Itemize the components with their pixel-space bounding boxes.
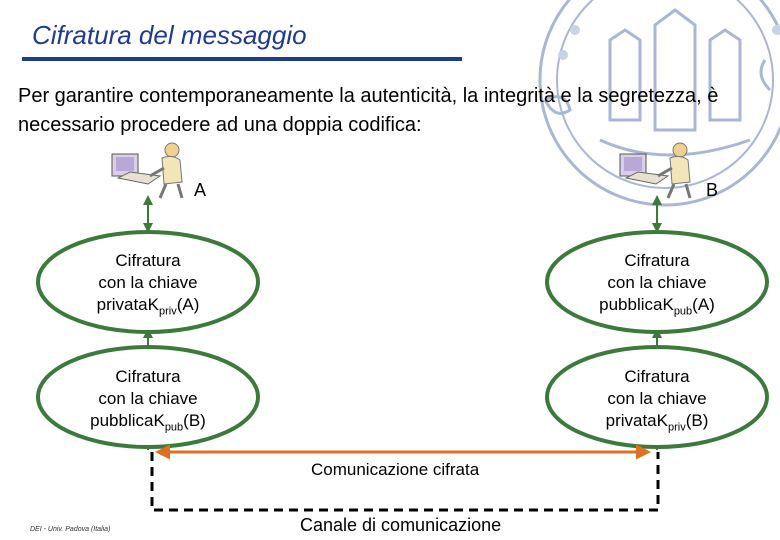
user-a-label: A (194, 180, 207, 200)
node-b-top-text: Cifratura con la chiave pubblicaKpub(A) (599, 251, 715, 318)
node-a-bottom-ellipse (36, 345, 260, 449)
communication-channel-label: Canale di comunicazione (300, 515, 502, 535)
node-b-bottom-text: Cifratura con la chiave privataKpriv(B) (605, 367, 709, 434)
node-a-bottom-text: Cifratura con la chiave pubblicaKpub(B) (90, 367, 206, 434)
encrypted-communication-label: Comunicazione cifrata (311, 460, 480, 479)
footer-credit: DEI - Univ. Padova (Italia) (30, 526, 111, 533)
user-a-person-at-computer-icon (111, 142, 184, 199)
slide-title: Cifratura del messaggio (32, 20, 307, 50)
user-b-person-at-computer-icon (619, 142, 692, 199)
node-a-top-ellipse (36, 230, 260, 334)
user-b-label: B (706, 180, 719, 200)
university-seal-watermark (538, 0, 780, 207)
node-b-top-ellipse (545, 230, 769, 334)
title-underline (22, 57, 462, 61)
node-b-bottom-ellipse (545, 345, 769, 449)
intro-paragraph: Per garantire contemporaneamente la aute… (18, 85, 719, 136)
communication-channel-dashed (150, 452, 660, 512)
node-a-top-text: Cifratura con la chiave privataKpriv(A) (96, 251, 200, 318)
